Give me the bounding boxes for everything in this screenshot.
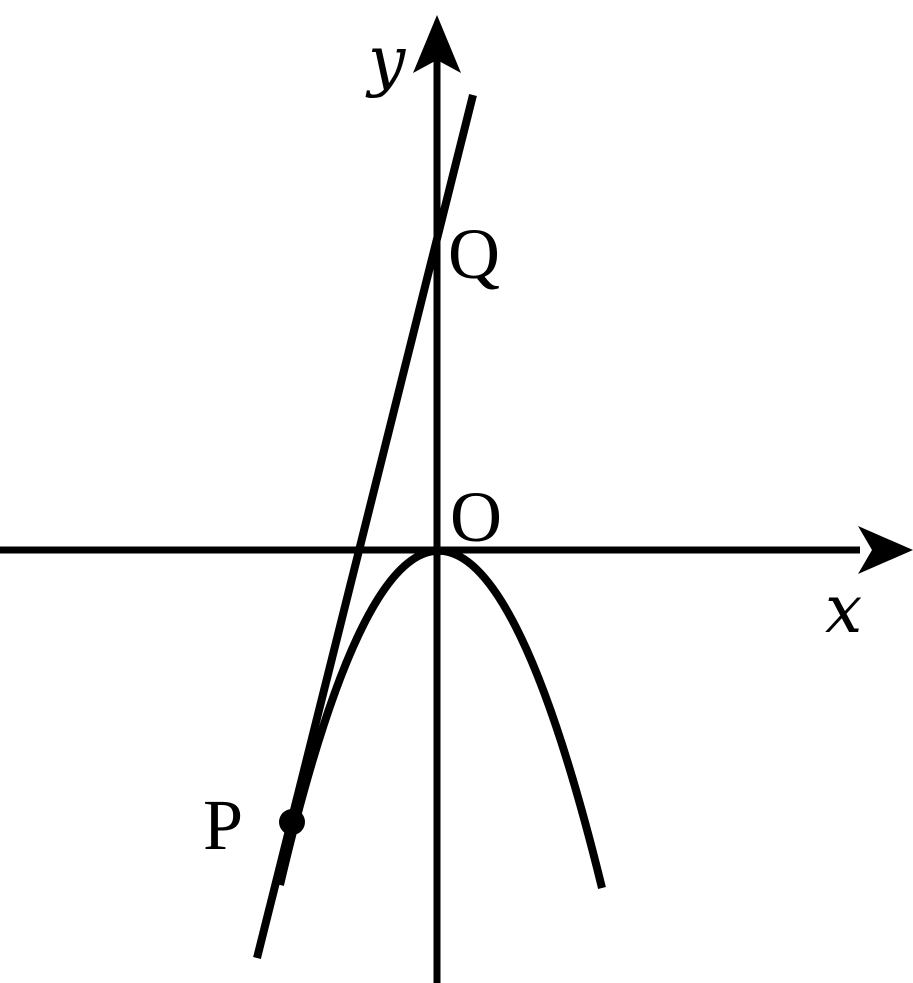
- y-axis-label: y: [365, 22, 406, 99]
- parabola-curve: [276, 547, 606, 889]
- point-p-dot: [279, 809, 305, 835]
- point-q-label: Q: [448, 214, 500, 294]
- point-p-label: P: [203, 785, 243, 865]
- origin-label: O: [450, 477, 502, 557]
- x-axis-arrow-icon: [858, 526, 913, 574]
- y-axis-arrow-icon: [413, 15, 461, 73]
- x-axis-label: x: [825, 571, 862, 648]
